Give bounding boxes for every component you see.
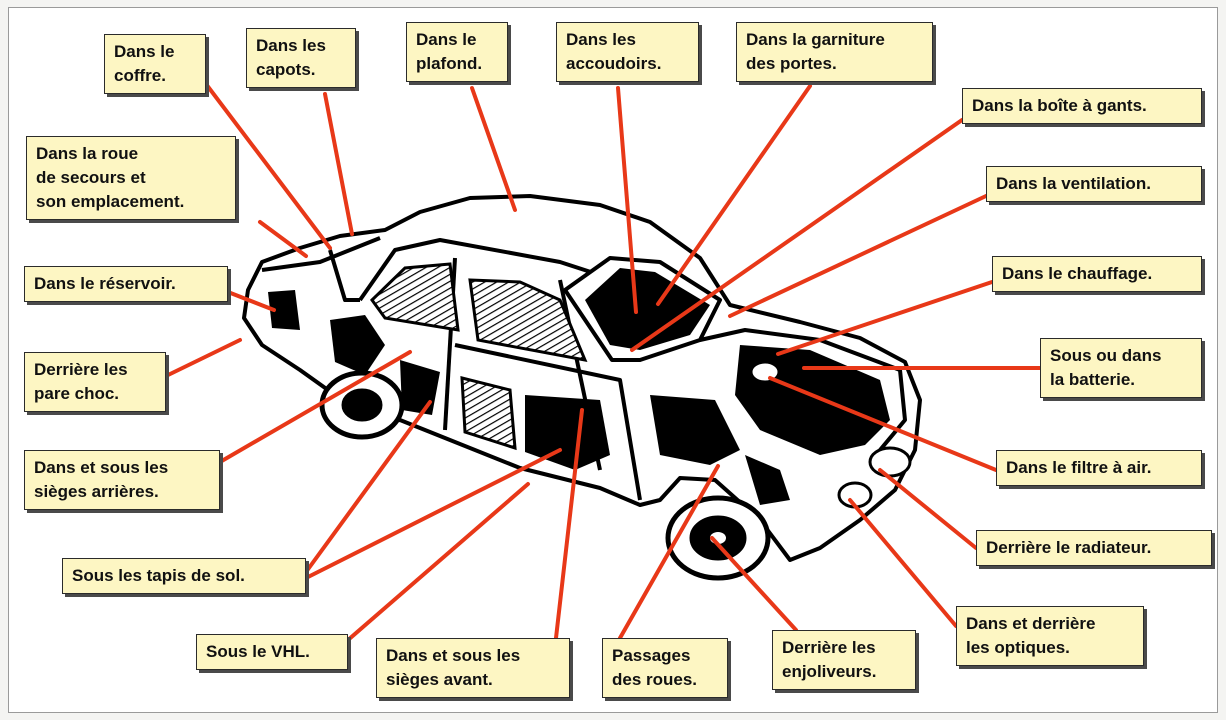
arrow-optiques — [848, 498, 958, 628]
arrow-sieges-arrieres — [218, 350, 412, 464]
arrow-vhl — [346, 482, 530, 642]
arrow-capots — [323, 92, 354, 236]
car-wheels — [319, 370, 771, 581]
arrow-accoudoirs — [616, 86, 638, 314]
arrow-pare-choc — [164, 338, 242, 378]
arrow-chauffage — [776, 280, 994, 356]
label-batterie: Sous ou dans la batterie. — [1040, 338, 1202, 398]
arrows — [164, 82, 1042, 642]
label-boite-gants: Dans la boîte à gants. — [962, 88, 1202, 124]
label-filtre-air: Dans le filtre à air. — [996, 450, 1202, 486]
label-tapis: Sous les tapis de sol. — [62, 558, 306, 594]
label-coffre: Dans le coffre. — [104, 34, 206, 94]
arrow-plafond — [470, 86, 517, 212]
arrow-coffre — [204, 82, 332, 250]
arrow-filtre-air — [768, 376, 998, 472]
label-capots: Dans les capots. — [246, 28, 356, 88]
label-optiques: Dans et derrière les optiques. — [956, 606, 1144, 666]
label-reservoir: Dans le réservoir. — [24, 266, 228, 302]
label-chauffage: Dans le chauffage. — [992, 256, 1202, 292]
label-plafond: Dans le plafond. — [406, 22, 508, 82]
label-enjoliveurs: Derrière les enjoliveurs. — [772, 630, 916, 690]
label-pare-choc: Derrière les pare choc. — [24, 352, 166, 412]
arrow-radiateur — [878, 468, 978, 550]
arrow-garniture — [656, 84, 812, 306]
arrow-reservoir — [226, 290, 276, 312]
car-windows — [370, 262, 588, 451]
label-vhl: Sous le VHL. — [196, 634, 348, 670]
label-garniture: Dans la garniture des portes. — [736, 22, 933, 82]
arrow-roues — [618, 464, 720, 640]
arrow-sieges-avant — [554, 408, 584, 640]
label-sieges-arrieres: Dans et sous les sièges arrières. — [24, 450, 220, 510]
label-accoudoirs: Dans les accoudoirs. — [556, 22, 699, 82]
label-roues: Passages des roues. — [602, 638, 728, 698]
label-ventilation: Dans la ventilation. — [986, 166, 1202, 202]
arrow-roue-secours — [258, 220, 308, 258]
arrow-enjoliveurs — [710, 536, 798, 632]
arrow-tapis-2 — [304, 448, 562, 580]
arrow-tapis — [304, 400, 432, 574]
arrow-boite-gants — [630, 118, 964, 352]
label-radiateur: Derrière le radiateur. — [976, 530, 1212, 566]
label-roue-secours: Dans la roue de secours et son emplaceme… — [26, 136, 236, 220]
arrow-ventilation — [728, 194, 988, 318]
label-sieges-avant: Dans et sous les sièges avant. — [376, 638, 570, 698]
